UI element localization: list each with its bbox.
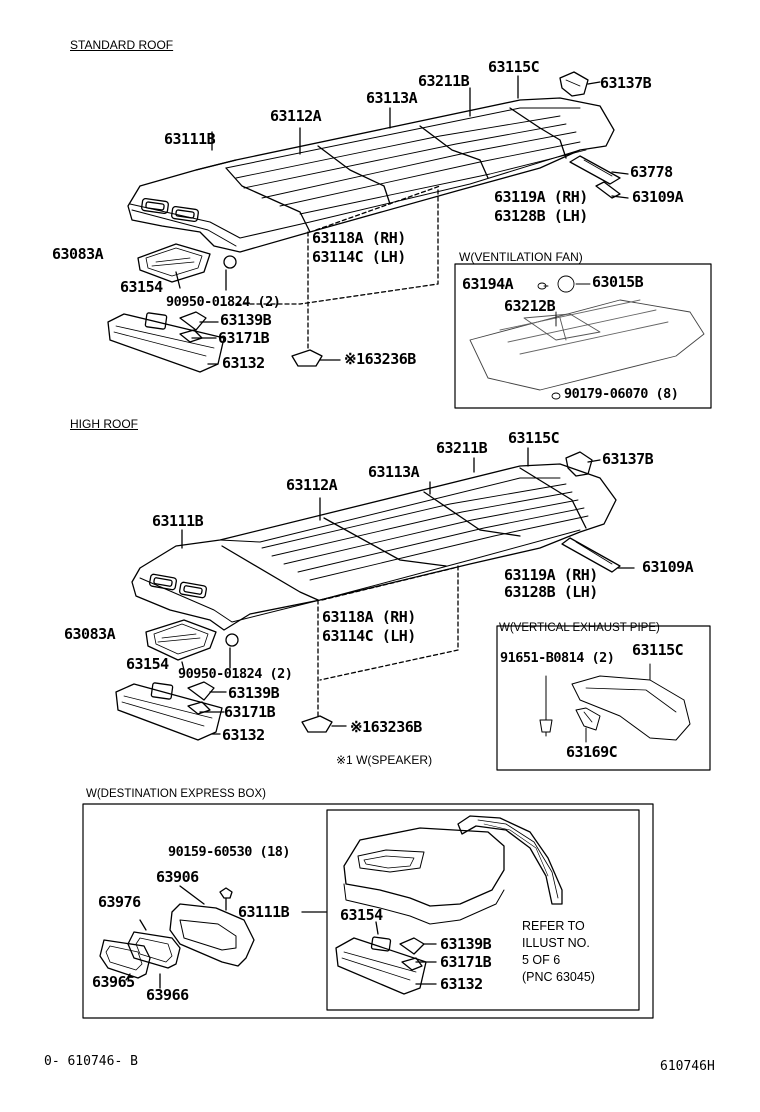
part-label-63109a-high: 63109A	[642, 558, 694, 576]
section-ventilation-fan: W(VENTILATION FAN)	[459, 250, 583, 264]
part-label-63154-dest: 63154	[340, 906, 383, 924]
part-label-63114c-high: 63114C (LH)	[322, 627, 416, 645]
part-label-63132: 63132	[222, 354, 265, 372]
refer-note-line-2: ILLUST NO.	[522, 936, 590, 950]
footer-right-code: 610746H	[660, 1059, 715, 1074]
part-label-63965: 63965	[92, 973, 135, 991]
part-label-63118a-high: 63118A (RH)	[322, 608, 416, 626]
part-label-63112a: 63112A	[270, 107, 322, 125]
part-label-91651: 91651-B0814 (2)	[500, 650, 615, 666]
part-label-63211b-high: 63211B	[436, 439, 488, 457]
part-label-63169c: 63169C	[566, 743, 618, 761]
standard-roof-drawing	[107, 71, 712, 409]
part-label-63236b: ※163236B	[344, 350, 416, 368]
part-label-63119a-high: 63119A (RH)	[504, 566, 598, 584]
part-label-63111b-high: 63111B	[152, 512, 204, 530]
part-label-63111b: 63111B	[164, 130, 216, 148]
part-label-63083a-high: 63083A	[64, 625, 116, 643]
part-label-63778: 63778	[630, 163, 673, 181]
refer-note-line-4: (PNC 63045)	[522, 970, 595, 984]
part-label-63114c: 63114C (LH)	[312, 248, 406, 266]
speaker-note: ※1 W(SPEAKER)	[336, 753, 433, 767]
part-label-63113a: 63113A	[366, 89, 418, 107]
part-label-63015b: 63015B	[592, 273, 644, 291]
part-label-63139b-dest: 63139B	[440, 935, 492, 953]
high-roof-drawing	[115, 447, 711, 771]
part-label-63139b: 63139B	[220, 311, 272, 329]
part-label-90950: 90950-01824 (2)	[166, 294, 281, 310]
part-label-63966: 63966	[146, 986, 189, 1004]
footer-left-code: 0- 610746- B	[44, 1054, 138, 1069]
part-label-63128b: 63128B (LH)	[494, 207, 588, 225]
part-label-63119a: 63119A (RH)	[494, 188, 588, 206]
part-label-63113a-high: 63113A	[368, 463, 420, 481]
part-label-90159: 90159-60530 (18)	[168, 844, 291, 860]
section-destination-express-box: W(DESTINATION EXPRESS BOX)	[86, 788, 266, 800]
part-label-90950-high: 90950-01824 (2)	[178, 666, 293, 682]
part-label-63171b-high: 63171B	[224, 703, 276, 721]
part-label-63139b-high: 63139B	[228, 684, 280, 702]
destination-box-drawing	[82, 803, 654, 1019]
part-label-63194a: 63194A	[462, 275, 514, 293]
part-label-63137b: 63137B	[600, 74, 652, 92]
part-label-63132-high: 63132	[222, 726, 265, 744]
part-label-63132-dest: 63132	[440, 975, 483, 993]
section-high-roof: HIGH ROOF	[70, 417, 138, 431]
part-label-63115c-high: 63115C	[508, 429, 560, 447]
refer-note-line-3: 5 OF 6	[522, 953, 561, 967]
section-vertical-exhaust-pipe: W(VERTICAL EXHAUST PIPE)	[499, 622, 660, 634]
part-label-63976: 63976	[98, 893, 141, 911]
part-label-63137b-high: 63137B	[602, 450, 654, 468]
part-label-63128b-high: 63128B (LH)	[504, 583, 598, 601]
part-label-63118a: 63118A (RH)	[312, 229, 406, 247]
part-label-63115c-exhaust: 63115C	[632, 641, 684, 659]
part-label-63154-high: 63154	[126, 655, 169, 673]
part-label-63111b-dest: 63111B	[238, 903, 290, 921]
section-standard-roof: STANDARD ROOF	[70, 38, 174, 52]
part-label-63109a: 63109A	[632, 188, 684, 206]
part-label-90179: 90179-06070 (8)	[564, 386, 679, 402]
part-label-63211b: 63211B	[418, 72, 470, 90]
part-label-63115c: 63115C	[488, 58, 540, 76]
refer-note-line-1: REFER TO	[522, 919, 585, 933]
part-label-63236b-high: ※163236B	[350, 718, 422, 736]
part-label-63154: 63154	[120, 278, 163, 296]
part-label-63906: 63906	[156, 868, 199, 886]
part-label-63112a-high: 63112A	[286, 476, 338, 494]
part-label-63171b: 63171B	[218, 329, 270, 347]
part-label-63083a: 63083A	[52, 245, 104, 263]
part-label-63212b: 63212B	[504, 297, 556, 315]
part-label-63171b-dest: 63171B	[440, 953, 492, 971]
